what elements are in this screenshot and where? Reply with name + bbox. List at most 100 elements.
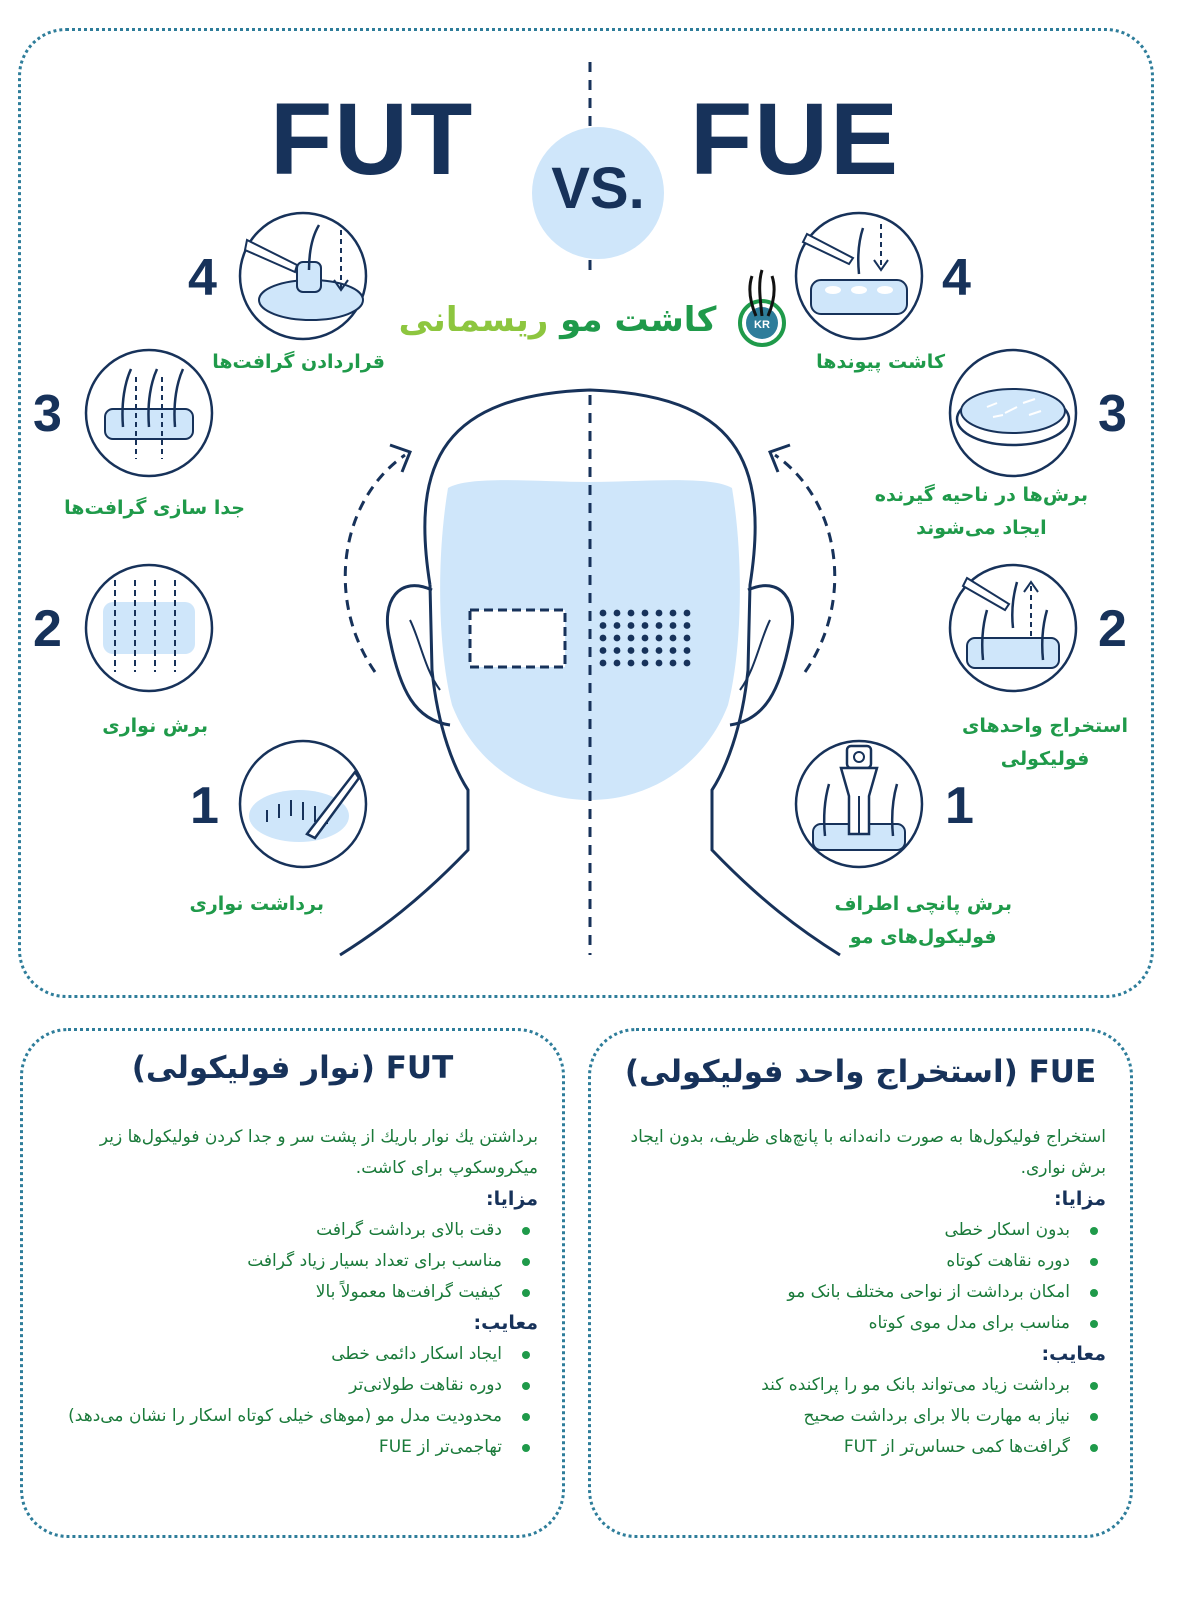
extraction-dot xyxy=(655,634,663,642)
fut-panel-frame xyxy=(20,1028,565,1538)
extraction-dot xyxy=(613,622,621,629)
list-item: مناسب برای تعداد بسیار زیاد گرافت xyxy=(60,1246,530,1277)
list-item: مناسب برای مدل موی کوتاه xyxy=(628,1308,1098,1339)
scalp-region xyxy=(440,480,740,800)
list-item: دوره نقاهت طولانی‌تر xyxy=(60,1370,530,1401)
extraction-dot xyxy=(599,622,607,629)
fut-pros-heading: مزایا: xyxy=(486,1188,538,1210)
left-curved-arrow xyxy=(343,453,406,673)
fut-big-title: FUT xyxy=(270,82,475,196)
extraction-dot xyxy=(641,609,649,617)
fue-cons-list: برداشت زیاد می‌تواند بانک مو را پراکنده … xyxy=(628,1370,1106,1463)
fut-step-1-label: برداشت نواری xyxy=(189,893,324,915)
fut-step-4-label: قراردادن گرافت‌ها xyxy=(212,351,385,373)
fut-description: برداشتن یك نوار باریك از پشت سر و جدا كر… xyxy=(99,1127,538,1178)
fut-pros-list: دقت بالای برداشت گرافت مناسب برای تعداد … xyxy=(60,1215,538,1308)
follicle-extraction-icon xyxy=(948,563,1078,693)
list-item: گرافت‌ها کمی حساس‌تر از FUT xyxy=(628,1432,1098,1463)
fue-panel-frame xyxy=(588,1028,1133,1538)
fut-step-1-number: 1 xyxy=(190,777,219,835)
right-curved-arrow xyxy=(774,453,837,673)
list-item: ایجاد اسکار دائمی خطی xyxy=(60,1339,530,1370)
extraction-dot xyxy=(641,659,649,667)
extraction-dot xyxy=(641,622,649,629)
fue-step-1-label: برش پانچی اطراف فولیکول‌های مو xyxy=(834,893,1012,948)
fue-pros-list: بدون اسکار خطی دوره نقاهت کوتاه امکان بر… xyxy=(628,1215,1106,1339)
graft-placement-icon xyxy=(238,211,368,341)
list-item: محدودیت مدل مو (موهای خیلی کوتاه اسکار ر… xyxy=(60,1401,530,1432)
list-item: بدون اسکار خطی xyxy=(628,1215,1098,1246)
brand-green-text: کاشت مو xyxy=(560,300,717,340)
brand-logo-initials: KR xyxy=(754,319,770,331)
fue-pros-heading: مزایا: xyxy=(1054,1188,1106,1210)
graft-separation-icon xyxy=(84,348,214,478)
extraction-dot xyxy=(655,622,663,629)
fut-step-2-label: برش نواری xyxy=(102,715,208,737)
graft-implant-icon xyxy=(794,211,924,341)
fut-step-3-number: 3 xyxy=(33,385,62,443)
fut-step-3-label: جدا سازی گرافت‌ها xyxy=(64,497,245,519)
extraction-dot xyxy=(613,659,621,667)
fut-cons-heading: معایب: xyxy=(473,1312,538,1334)
fue-panel-body: استخراج فولیکول‌ها به صورت دانه‌دانه با … xyxy=(628,1122,1106,1463)
fue-step-3-label: برش‌ها در ناحیه گیرنده ایجاد می‌شوند xyxy=(874,484,1088,539)
extraction-dot xyxy=(627,659,635,667)
extraction-dot xyxy=(683,659,691,667)
list-item: دقت بالای برداشت گرافت xyxy=(60,1215,530,1246)
extraction-dot xyxy=(613,647,621,654)
fue-step-2-label: استخراج واحدهای فولیکولی xyxy=(962,715,1128,770)
fut-step-4-number: 4 xyxy=(188,249,217,307)
extraction-dot xyxy=(641,634,649,642)
fue-dots-area xyxy=(599,609,691,667)
fue-step-4-number: 4 xyxy=(942,249,971,307)
fut-step-2-number: 2 xyxy=(33,600,62,658)
extraction-dot xyxy=(599,647,607,654)
extraction-dot xyxy=(683,647,691,654)
extraction-dot xyxy=(627,647,635,654)
fue-step-3-number: 3 xyxy=(1098,385,1127,443)
extraction-dot xyxy=(669,647,677,654)
left-ear xyxy=(385,584,451,727)
list-item: کیفیت گرافت‌ها معمولاً بالا xyxy=(60,1277,530,1308)
extraction-dot xyxy=(599,609,607,617)
brand-name: کاشت مو ریسمانی xyxy=(385,300,730,340)
extraction-dot xyxy=(683,609,691,617)
extraction-dot xyxy=(669,634,677,642)
extraction-dot xyxy=(599,634,607,642)
extraction-dot xyxy=(627,609,635,617)
extraction-dot xyxy=(683,622,691,629)
punch-tool-icon xyxy=(794,739,924,869)
extraction-dot xyxy=(627,622,635,629)
list-item: تهاجمی‌تر از FUE xyxy=(60,1432,530,1463)
list-item: نیاز به مهارت بالا برای برداشت صحیح xyxy=(628,1401,1098,1432)
list-item: برداشت زیاد می‌تواند بانک مو را پراکنده … xyxy=(628,1370,1098,1401)
extraction-dot xyxy=(669,659,677,667)
recipient-incision-dish-icon xyxy=(948,348,1078,478)
right-ear xyxy=(729,584,795,727)
head-outline xyxy=(423,388,841,957)
extraction-dot xyxy=(641,647,649,654)
fue-step-4-label: کاشت پیوندها xyxy=(816,351,945,373)
list-item: دوره نقاهت کوتاه xyxy=(628,1246,1098,1277)
fut-panel-body: برداشتن یك نوار باریك از پشت سر و جدا كر… xyxy=(60,1122,538,1463)
extraction-dot xyxy=(599,659,607,667)
fut-cons-list: ایجاد اسکار دائمی خطی دوره نقاهت طولانی‌… xyxy=(60,1339,538,1463)
extraction-dot xyxy=(655,609,663,617)
scalp-strip-scalpel-icon xyxy=(238,739,368,869)
fue-panel-title: FUE (استخراج واحد فولیکولی) xyxy=(624,1054,1097,1090)
strip-sections-icon xyxy=(84,563,214,693)
extraction-dot xyxy=(627,634,635,642)
extraction-dot xyxy=(613,609,621,617)
fue-description: استخراج فولیکول‌ها به صورت دانه‌دانه با … xyxy=(630,1127,1106,1178)
list-item: امکان برداشت از نواحی مختلف بانک مو xyxy=(628,1277,1098,1308)
brand-lime-text: ریسمانی xyxy=(398,300,549,340)
brand-logo-icon: KR xyxy=(738,269,786,347)
fue-big-title: FUE xyxy=(690,82,900,196)
vs-circle xyxy=(532,127,664,259)
fue-step-1-number: 1 xyxy=(945,777,974,835)
extraction-dot xyxy=(655,647,663,654)
extraction-dot xyxy=(655,659,663,667)
fue-cons-heading: معایب: xyxy=(1041,1343,1106,1365)
top-diagram-frame xyxy=(18,28,1154,998)
head-illustration xyxy=(339,62,841,957)
